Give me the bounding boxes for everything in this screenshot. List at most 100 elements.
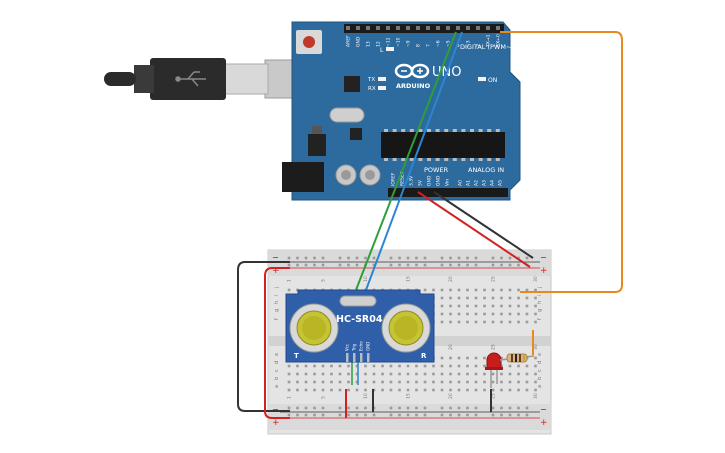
- row-letter: a: [537, 385, 543, 388]
- rail-plus-top-left: +: [272, 266, 280, 276]
- row-letter: e: [537, 353, 543, 356]
- tx-led: [378, 77, 386, 81]
- red-led[interactable]: [485, 352, 503, 388]
- row-letter: j: [537, 287, 543, 289]
- tx-label: TX: [367, 77, 375, 83]
- rail-minus-bottom-right: −: [540, 405, 547, 414]
- row-letter: g: [274, 309, 280, 312]
- digital-pin-label: AREF: [346, 35, 352, 47]
- wire-blue-pin6[interactable]: [365, 31, 463, 291]
- sensor-pin-label: Vcc: [345, 344, 350, 351]
- usb-icon: [175, 71, 206, 87]
- l-led-label: L: [380, 47, 384, 54]
- usb-chip: [344, 76, 360, 92]
- column-number: 25: [491, 276, 497, 282]
- sensor-pin: [367, 353, 370, 362]
- analog-pin-label: A3: [482, 180, 488, 186]
- rail-minus-top-left: −: [272, 253, 279, 262]
- column-number: 15: [406, 276, 412, 282]
- rx-led: [378, 86, 386, 90]
- rail-plus-top-right: +: [540, 266, 548, 276]
- regulator: [308, 134, 326, 156]
- wire-black-gnd[interactable]: [433, 191, 534, 259]
- column-number: 15: [406, 393, 412, 399]
- row-letter: a: [274, 385, 280, 388]
- wire-black-rail-link[interactable]: [237, 261, 290, 412]
- row-letter: d: [274, 361, 280, 364]
- wire-red-5v[interactable]: [417, 191, 531, 268]
- column-number: 5: [321, 396, 327, 399]
- on-led: [478, 77, 486, 81]
- sensor-pin: [346, 353, 349, 362]
- power-pin-label: 5V: [418, 179, 424, 186]
- sensor-crystal: [339, 295, 377, 307]
- row-letter: e: [274, 353, 280, 356]
- sensor-corner-left: T: [294, 352, 299, 360]
- board-brand: ARDUINO: [396, 82, 431, 90]
- wire-red-rail-link[interactable]: [264, 267, 290, 419]
- column-number: 5: [321, 279, 327, 282]
- column-number: 30: [533, 344, 539, 350]
- atmega-chip: [381, 132, 505, 158]
- power-pin-label: RESET: [400, 171, 406, 186]
- power-jack: [282, 162, 324, 192]
- column-number: 30: [533, 393, 539, 399]
- digital-label: DIGITAL (PWM~): [460, 43, 514, 51]
- power-label: POWER: [424, 166, 449, 174]
- row-letter: g: [537, 309, 543, 312]
- rail-plus-bottom-left: +: [272, 418, 280, 428]
- column-number: 1: [287, 396, 293, 399]
- row-letter: b: [274, 377, 280, 380]
- top-power-rail: [268, 250, 551, 276]
- column-number: 10: [363, 393, 369, 399]
- reset-button[interactable]: [303, 36, 315, 48]
- analog-pin-label: A2: [474, 180, 480, 186]
- rail-minus-top-right: −: [540, 253, 547, 262]
- power-pin-label: IOREF: [391, 172, 397, 186]
- digital-pin-label: ~3: [466, 40, 472, 47]
- rx-label: RX: [368, 86, 376, 92]
- wire-green-pin7[interactable]: [355, 31, 457, 291]
- digital-pin-label: 7: [426, 44, 432, 47]
- sensor-pin-label: Echo: [359, 341, 364, 351]
- digital-pin-label: ~5: [446, 40, 452, 47]
- column-number: 30: [533, 276, 539, 282]
- analog-pin-label: A1: [466, 180, 472, 186]
- sensor-pin: [353, 353, 356, 362]
- column-number: 20: [448, 276, 454, 282]
- sensor-pin: [360, 353, 363, 362]
- l-led: [386, 47, 394, 51]
- row-letter: h: [537, 301, 543, 304]
- column-number: 20: [448, 344, 454, 350]
- row-letter: c: [537, 369, 543, 372]
- power-pin-label: 3.3V: [409, 175, 415, 186]
- digital-pin-label: ~6: [436, 40, 442, 47]
- power-pin-label: Vin: [445, 179, 451, 186]
- row-letter: c: [274, 369, 280, 372]
- wires: [237, 31, 623, 419]
- column-number: 25: [491, 393, 497, 399]
- wire-orange-pin2[interactable]: [500, 31, 623, 293]
- digital-pin-label: ~10: [396, 37, 402, 47]
- resistor[interactable]: [499, 353, 535, 363]
- digital-pin-label: ~11: [386, 37, 392, 47]
- crystal: [329, 107, 365, 123]
- column-number: 25: [491, 344, 497, 350]
- arduino-logo-icon: [394, 63, 430, 79]
- analog-pin-label: A5: [498, 180, 504, 186]
- column-number: 1: [287, 279, 293, 282]
- row-letter: j: [274, 287, 280, 289]
- digital-pin-label: RX←0: [496, 34, 502, 47]
- rail-plus-bottom-right: +: [540, 418, 548, 428]
- digital-pin-label: 12: [376, 41, 382, 47]
- row-letter: h: [274, 301, 280, 304]
- power-pin-label: GND: [436, 175, 442, 186]
- digital-pin-label: 2: [476, 44, 482, 47]
- row-letter: f: [537, 318, 543, 320]
- sensor-name: HC-SR04: [336, 314, 383, 325]
- digital-pin-label: ~9: [406, 40, 412, 47]
